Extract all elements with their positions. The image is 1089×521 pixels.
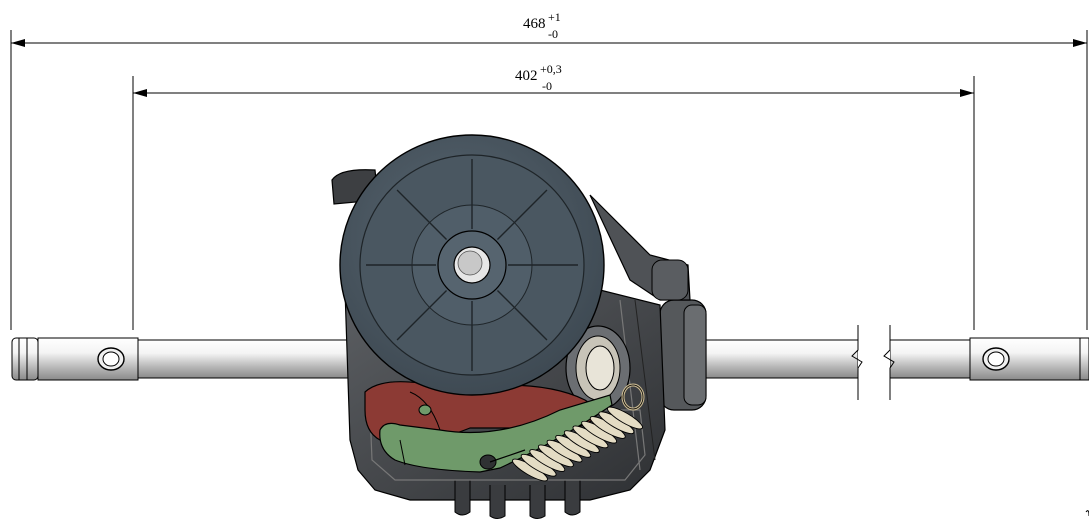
axle-shaft — [11, 325, 1089, 400]
shaft-right-section-b — [889, 339, 971, 379]
spring-coils — [512, 406, 643, 482]
tension-spring — [489, 383, 645, 482]
dimension-mount-label: 402 +0,3 -0 — [515, 62, 562, 93]
dimension-mount-tol-lower: -0 — [542, 79, 552, 93]
drive-pulley — [339, 134, 605, 396]
shaft-break-icon — [851, 325, 895, 400]
cam-disc — [565, 325, 631, 411]
pulley-spoke — [496, 189, 548, 241]
pulley-spoke — [496, 289, 548, 341]
shaft-left-end — [11, 337, 39, 381]
housing-inner-frame — [369, 409, 646, 481]
housing-bottom-lug-3 — [529, 485, 546, 519]
pulley-spoke — [396, 189, 448, 241]
shaft-right-end — [1079, 337, 1089, 381]
spring-coil — [607, 406, 643, 430]
housing-bottom-lug-4 — [564, 480, 581, 516]
housing-bottom-lug-1 — [454, 480, 471, 516]
dimension-overall-tol-lower: -0 — [548, 27, 558, 41]
dimension-overall-value: 468 — [523, 16, 546, 32]
pulley-spoke — [396, 289, 448, 341]
dimension-overall-tol-upper: +1 — [548, 10, 561, 24]
shaft-left-step — [137, 339, 349, 379]
dimension-overall-label: 468 +1 -0 — [523, 10, 561, 41]
shaft-right-section-a — [699, 339, 859, 379]
housing-bottom-lug-2 — [489, 485, 506, 519]
lever-pivot — [479, 454, 497, 470]
dimension-mount-tol-upper: +0,3 — [540, 62, 562, 76]
dimension-mount-value: 402 — [515, 68, 538, 84]
pulley-spokes — [366, 159, 578, 371]
